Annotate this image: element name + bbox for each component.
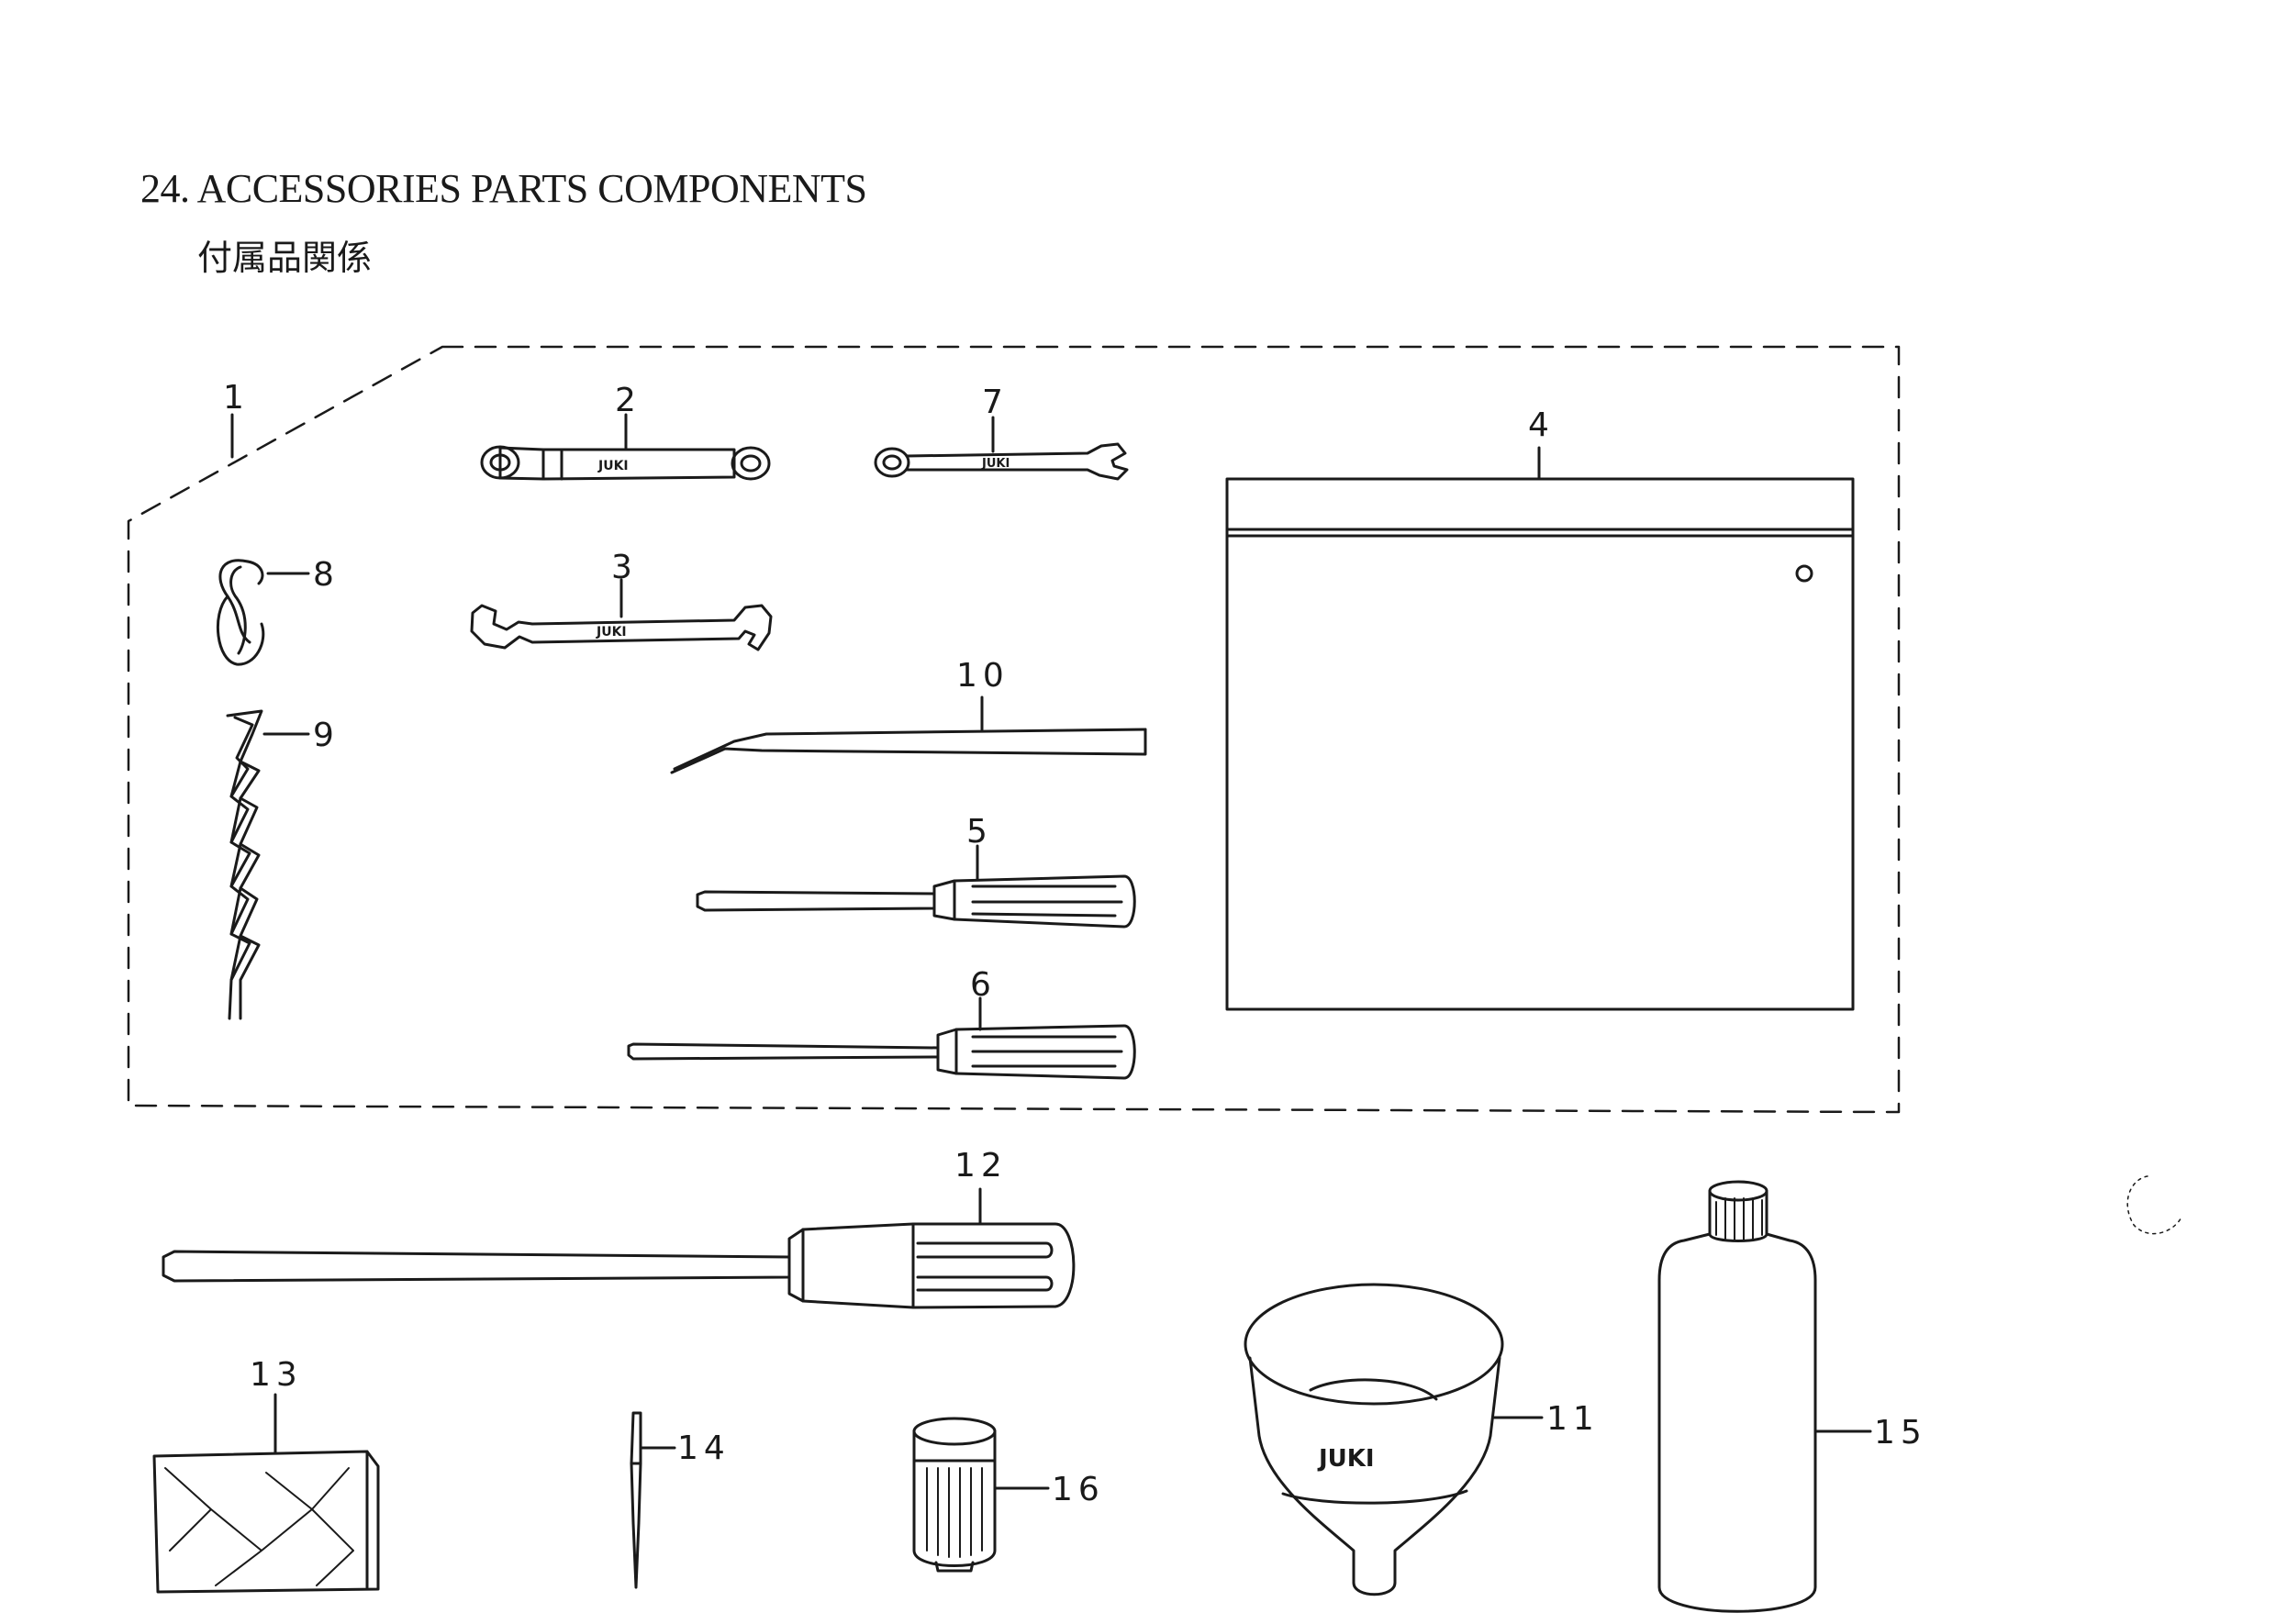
part-number-5: 5 [966, 813, 993, 851]
part-12-large-screwdriver: 12 [162, 1147, 1076, 1309]
part-number-11: 11 [1546, 1400, 1600, 1438]
part-number-12: 12 [954, 1147, 1008, 1185]
part-15-oil-bottle: 15 [1657, 1180, 1927, 1613]
part-14-needle: 14 [630, 1411, 731, 1589]
part-number-10: 10 [956, 657, 1010, 695]
brand-label-7: JUKI [981, 457, 1010, 471]
part-number-9: 9 [313, 717, 340, 754]
brand-label-2: JUKI [597, 459, 629, 473]
page-subtitle: 付属品関係 [197, 238, 373, 278]
part-number-3: 3 [611, 549, 638, 586]
part-8-s-hook: 8 [216, 556, 340, 666]
part-5-screwdriver: 5 [696, 813, 1136, 929]
part-number-8: 8 [313, 556, 340, 594]
part-9-hook-chain: 9 [226, 709, 340, 1020]
part-number-13: 13 [250, 1356, 303, 1394]
punch-hole-mark [2126, 1175, 2183, 1235]
page-title: 24. ACCESSORIES PARTS COMPONENTS [140, 166, 867, 211]
part-number-4: 4 [1528, 406, 1555, 444]
part-number-6: 6 [970, 966, 997, 1004]
part-number-2: 2 [615, 382, 642, 419]
brand-label-11: JUKI [1317, 1445, 1375, 1473]
group-boundary [127, 345, 1901, 1114]
part-16-oil-cup: 16 [912, 1417, 1105, 1573]
part-1: 1 [223, 379, 250, 459]
part-number-15: 15 [1874, 1414, 1927, 1452]
part-7-combination-wrench: JUKI 7 [874, 384, 1129, 481]
part-2-box-wrench: JUKI 2 [480, 382, 771, 481]
brand-label-3: JUKI [596, 625, 627, 640]
part-4-bag: 4 [1225, 406, 1855, 1011]
part-6-screwdriver-thin: 6 [627, 966, 1136, 1080]
part-3-open-wrench: JUKI 3 [470, 549, 773, 651]
part-10-tweezers: 10 [670, 657, 1147, 774]
part-number-16: 16 [1052, 1471, 1105, 1508]
part-11-funnel: JUKI 11 [1244, 1283, 1600, 1596]
part-13-cleaning-cloth: 13 [152, 1356, 380, 1594]
part-number-7: 7 [982, 384, 1009, 421]
part-number-1: 1 [223, 379, 250, 417]
part-number-14: 14 [677, 1429, 731, 1467]
